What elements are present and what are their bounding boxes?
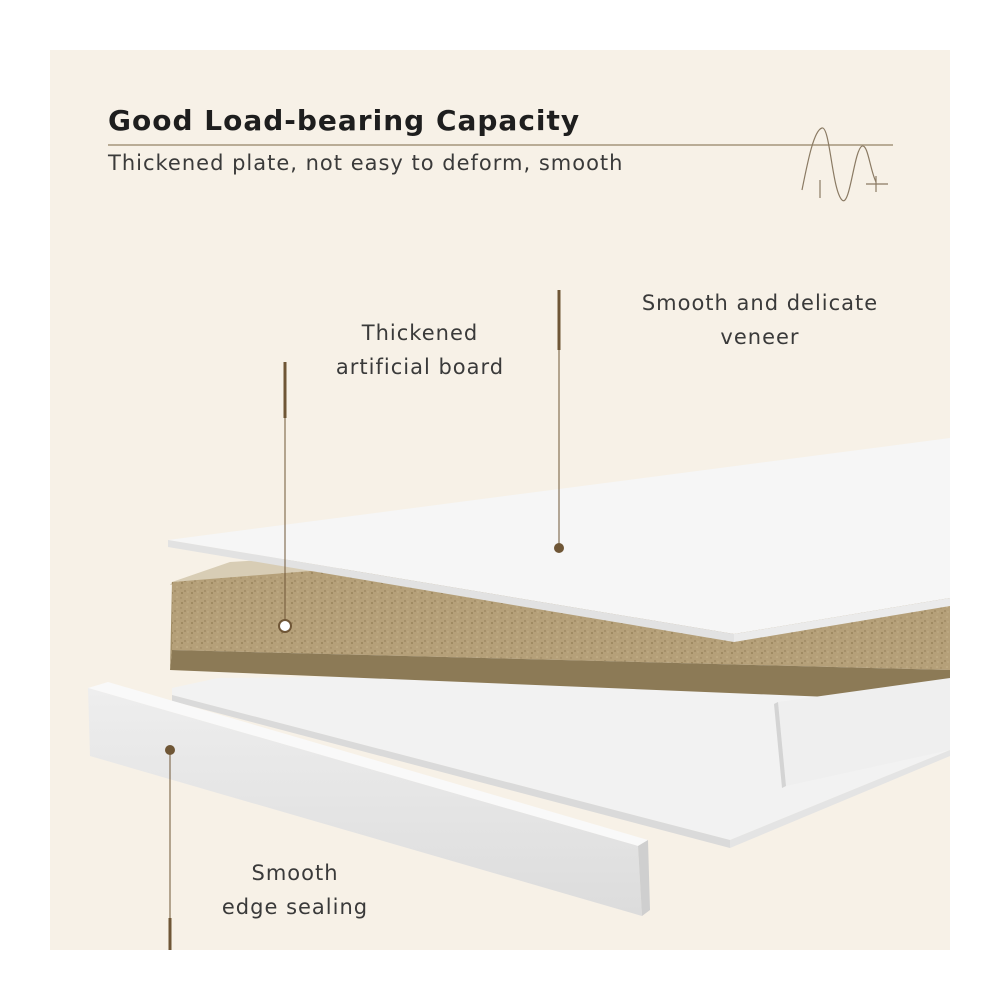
- callout-edge-pointer: [165, 745, 175, 950]
- callout-veneer-pointer: [554, 290, 564, 553]
- title-divider: [108, 144, 893, 146]
- board-layers-illustration: [88, 127, 950, 950]
- edge-strip-left: [88, 682, 650, 916]
- callout-board-pointer: [278, 362, 292, 633]
- edge-strip-right: [774, 678, 950, 788]
- page-title: Good Load-bearing Capacity: [108, 104, 581, 137]
- callout-veneer-label: Smooth and delicate veneer: [641, 291, 879, 349]
- bottom-panel: [172, 670, 950, 848]
- callout-board-label: Thickened artificial board: [335, 321, 505, 379]
- page-subtitle: Thickened plate, not easy to deform, smo…: [108, 151, 624, 175]
- waveform-sparkle-icon: [801, 127, 888, 201]
- callout-edge-label: Smooth edge sealing: [221, 861, 369, 919]
- product-panel: Good Load-bearing Capacity Thickened pla…: [50, 50, 950, 950]
